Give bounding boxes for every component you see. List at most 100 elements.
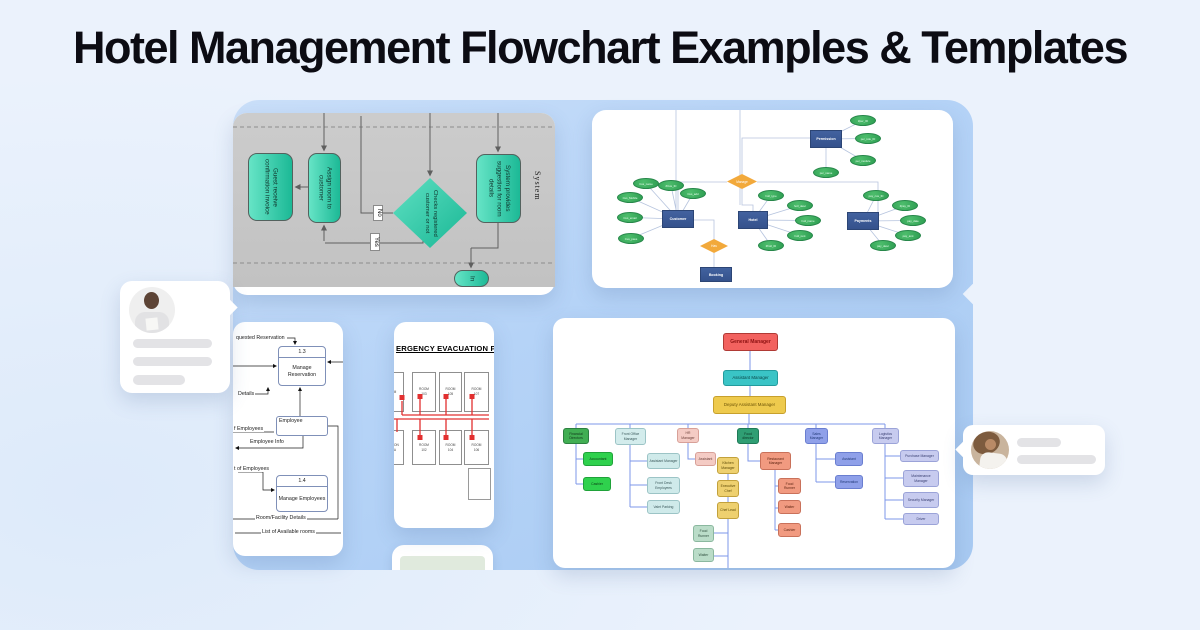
avatar-woman [971, 431, 1009, 469]
er-attribute: Cus_email [617, 212, 643, 223]
room: ROOM 102 [412, 430, 436, 465]
er-attribute: #Cus_ID [658, 180, 684, 191]
dfd-flow-label: List of Available rooms [261, 529, 316, 535]
org-node: Sales Manager [805, 428, 828, 444]
er-attribute: pay_desc [870, 240, 896, 251]
room: M [394, 372, 404, 412]
er-attribute: #per_ID [850, 115, 876, 126]
dfd-flow-label: Details [237, 391, 256, 397]
org-node: Executive Chef [717, 480, 739, 497]
org-node: Kitchen Manager [717, 457, 739, 474]
flowchart-shape: System provides suggestion for room deta… [476, 154, 521, 223]
avatar-head [144, 292, 159, 309]
dfd-entity: Employee [276, 416, 328, 436]
org-node: Security Manager [903, 492, 939, 508]
org-node: Driver [903, 513, 939, 525]
swimlane-flowchart-card: System Guest receive confirmation invoic… [233, 113, 555, 295]
er-attribute: hotl_rent [787, 230, 813, 241]
org-node: Reservation [835, 475, 863, 489]
org-node: HR Manager [677, 428, 699, 443]
text-placeholder-line [1017, 455, 1096, 464]
er-attribute: pay_cus_ID [863, 190, 889, 201]
org-node: Maintenance Manager [903, 470, 939, 487]
text-placeholder-line [133, 357, 212, 366]
er-entity: Customer [662, 210, 694, 228]
er-attribute: hotl_desc [787, 200, 813, 211]
swimlane-diagram: System Guest receive confirmation invoic… [233, 113, 555, 287]
room: ROOM 105 [439, 372, 462, 412]
org-node: Financial Directors [563, 428, 589, 444]
org-connector-lines [575, 351, 903, 568]
org-node: Food Runner [778, 478, 801, 494]
avatar-body [979, 451, 1008, 469]
org-node: Waiter [693, 548, 714, 562]
er-relation: Has [700, 239, 728, 253]
org-node: Deputy Assistant Manager [713, 396, 786, 414]
org-node: Restaurant Manager [760, 452, 791, 470]
room: ROOM 107 [464, 372, 489, 412]
swimlane-label: System [533, 171, 542, 201]
text-placeholder-line [1017, 438, 1061, 447]
er-attribute: pay_date [900, 215, 926, 226]
clipped-bottom-card [392, 545, 493, 570]
testimonial-bubble-right [955, 425, 1105, 475]
org-node: Purchase Manager [900, 450, 939, 462]
org-node: Assistant [695, 452, 716, 466]
clipped-card-preview [400, 556, 485, 570]
legend-box [468, 468, 491, 500]
org-node: Cashier [583, 477, 611, 491]
flowchart-connector-lines [233, 113, 555, 269]
dfd-flow-label: Employee Info [249, 439, 285, 445]
er-attribute: Cus_name [633, 178, 659, 189]
org-node: Food director [737, 428, 759, 444]
er-entity: Permission [810, 130, 842, 148]
org-node: Front Office Manager [615, 428, 646, 445]
dfd-flow-label: Room/Facility Details [255, 515, 307, 521]
flowchart-shape: Guest receive confirmation invoice [248, 153, 293, 221]
er-attribute: per_module [850, 155, 876, 166]
org-node: Assistant [835, 452, 863, 466]
er-attribute: Cus_add [680, 188, 706, 199]
dfd-process-id: 1.3 [279, 347, 325, 358]
er-attribute: #hotl_ID [758, 240, 784, 251]
org-node: Front Desk Employees [647, 477, 680, 494]
text-placeholder-line [133, 339, 212, 348]
org-node: Logistics Manager [872, 428, 899, 444]
org-node: Assistant Manager [647, 453, 680, 469]
org-node: Chef Lead [717, 502, 739, 519]
page-title: Hotel Management Flowchart Examples & Te… [73, 22, 1128, 73]
evacuation-route-lines [394, 394, 489, 440]
avatar-man [129, 287, 175, 333]
flowchart-shape: In [454, 270, 489, 287]
org-node: Assistant Manager [723, 370, 778, 386]
er-attribute: pay_amt [895, 230, 921, 241]
er-attribute: Cus_Mobile [617, 192, 643, 203]
panel-edge-notch [962, 282, 973, 306]
room: ROOM 106 [464, 430, 489, 465]
org-node: Cashier [778, 523, 801, 537]
evacuation-plan: ERGENCY EVACUATION P [394, 322, 494, 528]
er-attribute: hotl_name [795, 215, 821, 226]
text-placeholder-line [133, 375, 185, 385]
org-node: Valet Parking [647, 500, 680, 514]
dfd-flow-label: quested Reservation [235, 335, 286, 341]
er-attribute: per_name [813, 167, 839, 178]
er-entity: Hotel [738, 211, 768, 229]
flowchart-shape: Assign room to customer [308, 153, 341, 223]
evacuation-title: ERGENCY EVACUATION P [396, 344, 494, 353]
edge-label: No [373, 205, 383, 221]
dfd-flow-label: f Employees [233, 426, 265, 432]
avatar-paper [145, 317, 159, 331]
avatar-face [985, 439, 996, 450]
org-node: Accountant [583, 452, 613, 466]
org-node: Waiter [778, 500, 801, 514]
org-node: General Manager [723, 333, 778, 351]
